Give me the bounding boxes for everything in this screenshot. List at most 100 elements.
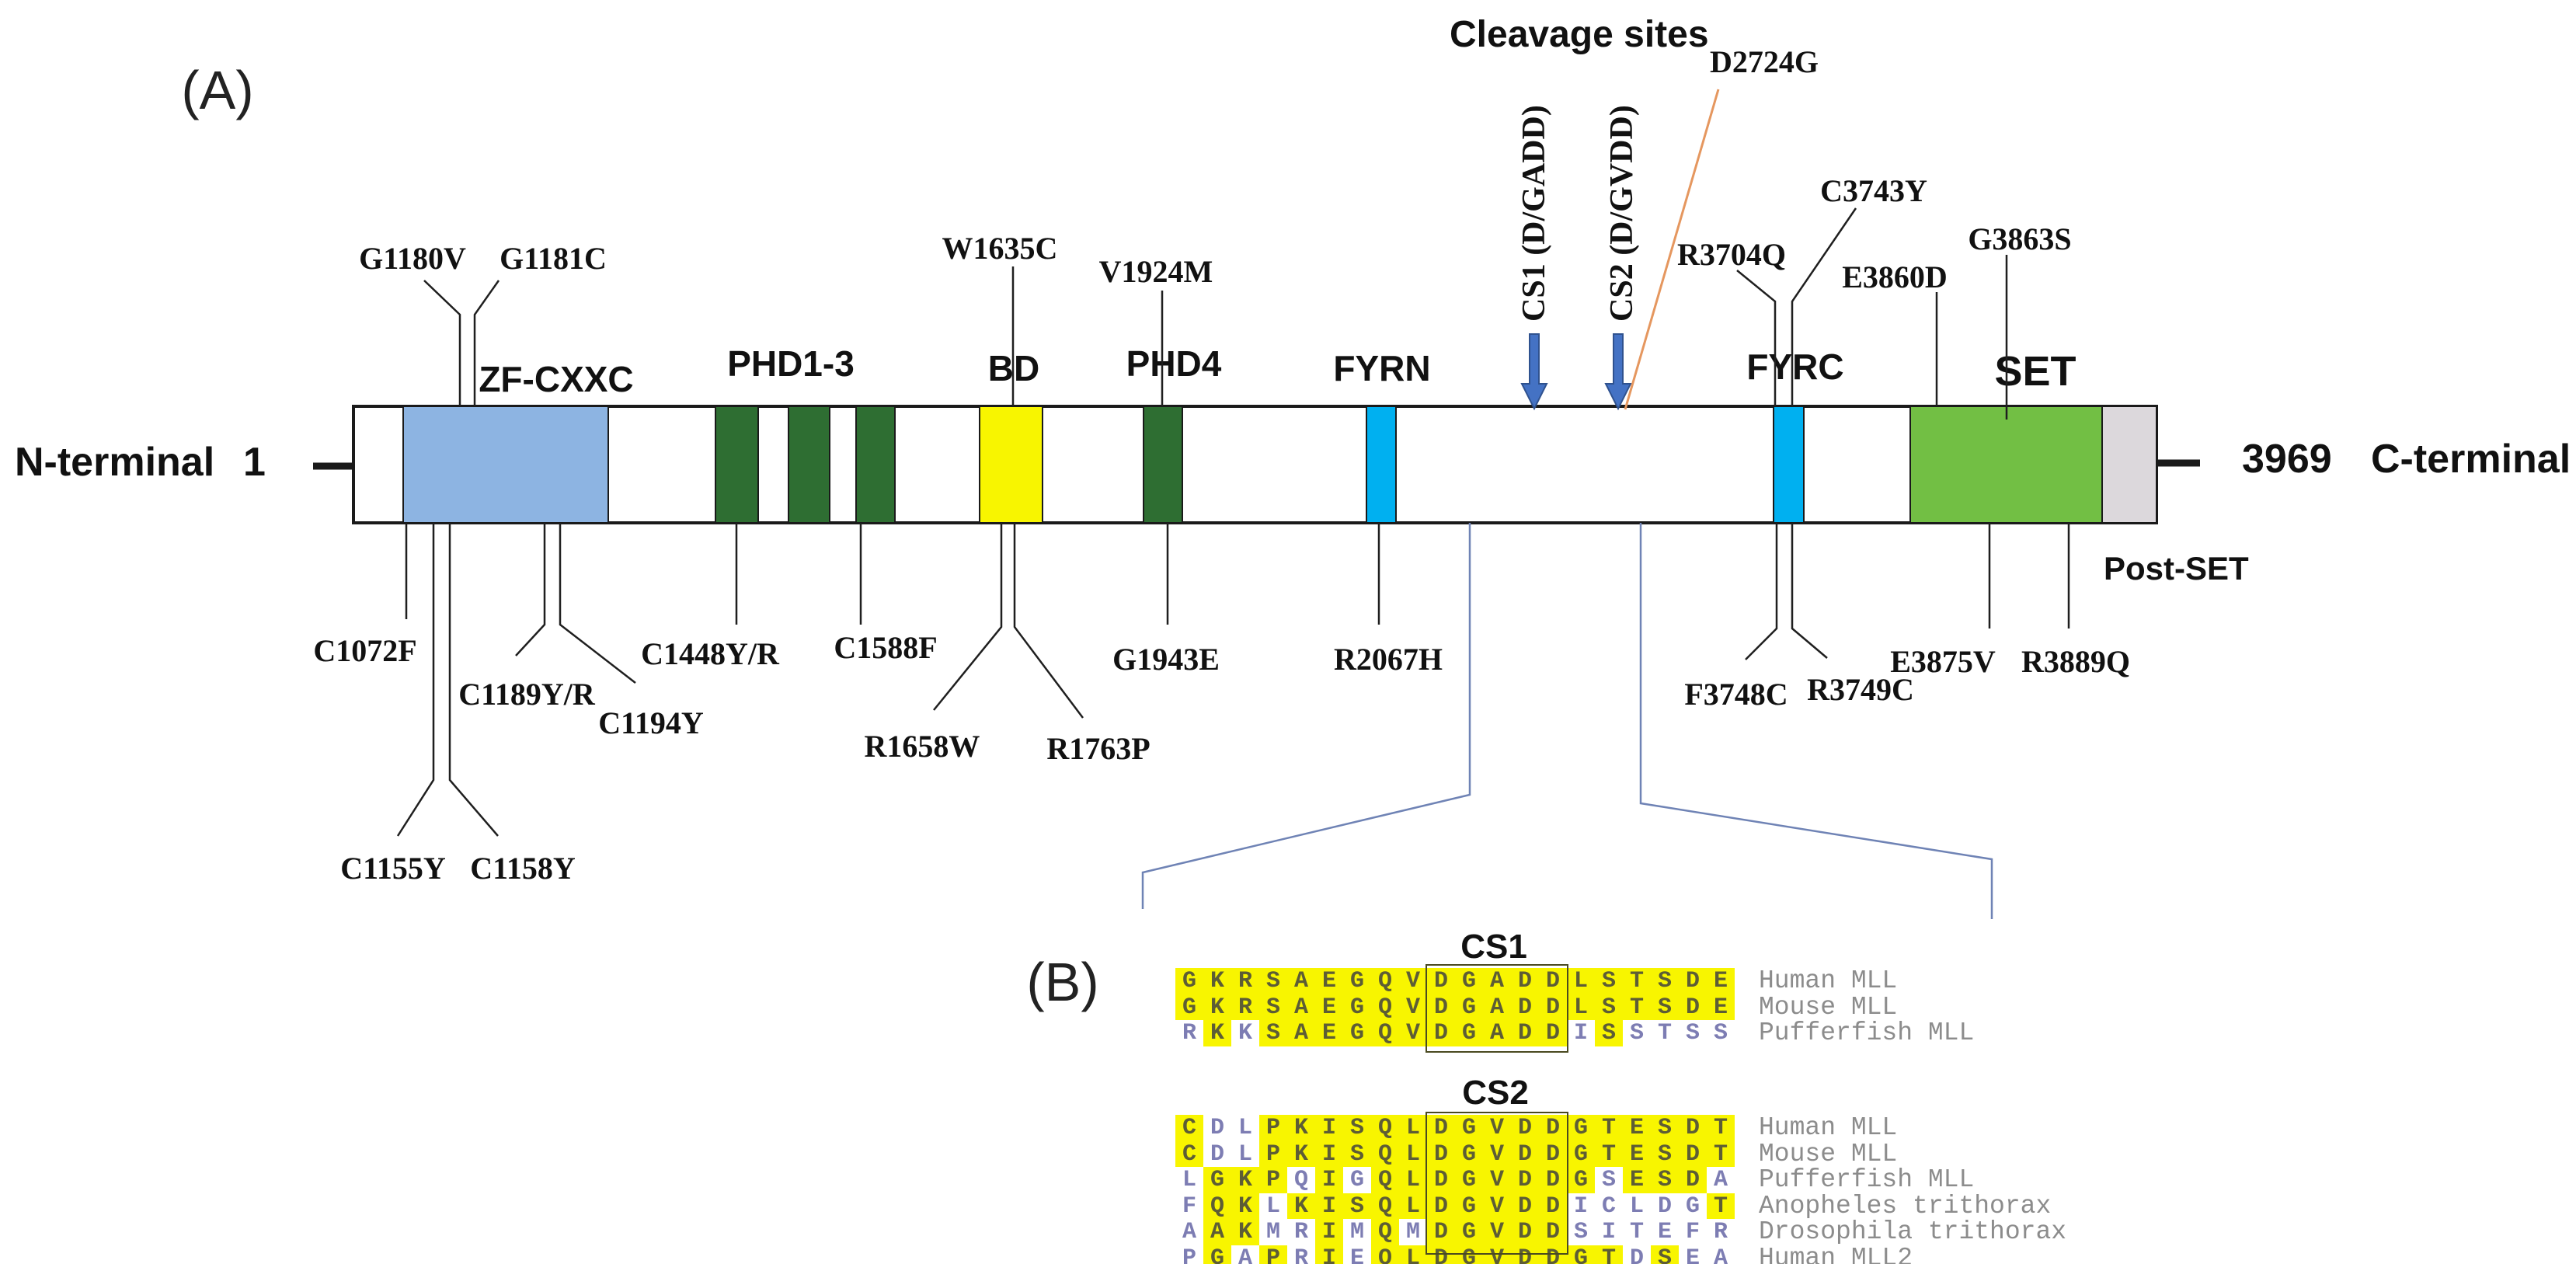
alignment-cell-cs1-r1-c19: D xyxy=(1679,968,1707,994)
alignment-cell-cs2-r6-c5: R xyxy=(1287,1245,1315,1264)
r3749c-leader-line xyxy=(1791,523,1828,659)
alignment-cell-cs2-r5-c9: M xyxy=(1399,1219,1427,1245)
alignment-cell-cs1-r2-c13: D xyxy=(1511,994,1539,1021)
r1763p-leader-line xyxy=(1013,523,1084,719)
alignment-cell-cs2-r4-c16: C xyxy=(1595,1193,1623,1220)
alignment-cell-cs2-r5-c1: A xyxy=(1175,1219,1203,1245)
alignment-cell-cs2-r4-c18: D xyxy=(1651,1193,1679,1220)
alignment-cell-cs1-r3-c4: S xyxy=(1259,1020,1287,1046)
alignment-cell-cs1-r1-c3: R xyxy=(1231,968,1259,994)
alignment-cell-cs2-r3-c8: Q xyxy=(1371,1167,1399,1193)
alignment-cell-cs2-r1-c17: E xyxy=(1623,1115,1651,1141)
mutation-label-r1658w: R1658W xyxy=(865,729,980,764)
alignment-cell-cs1-r2-c19: D xyxy=(1679,994,1707,1021)
domain-label-phd1-3: PHD1-3 xyxy=(727,343,855,384)
alignment-cell-cs2-r5-c18: E xyxy=(1651,1219,1679,1245)
species-label-cs2-r6: Human MLL2 xyxy=(1759,1243,1913,1264)
alignment-cell-cs2-r2-c11: G xyxy=(1455,1140,1483,1168)
species-label-cs2-r3: Pufferfish MLL xyxy=(1759,1165,1975,1194)
alignment-cell-cs2-r5-c5: R xyxy=(1287,1219,1315,1245)
alignment-cell-cs1-r2-c20: E xyxy=(1707,994,1735,1021)
alignment-cell-cs2-r4-c9: L xyxy=(1399,1193,1427,1220)
alignment-cell-cs2-r4-c1: F xyxy=(1175,1193,1203,1220)
mutation-label-g3863s: G3863S xyxy=(1968,221,2071,256)
mutation-label-c3743y: C3743Y xyxy=(1820,173,1927,208)
alignment-cell-cs1-r1-c20: E xyxy=(1707,968,1735,994)
alignment-cell-cs1-r2-c17: T xyxy=(1623,994,1651,1021)
alignment-cell-cs1-r3-c14: D xyxy=(1539,1020,1567,1046)
alignment-cell-cs2-r2-c12: V xyxy=(1483,1140,1511,1168)
alignment-cell-cs2-r5-c13: D xyxy=(1511,1219,1539,1245)
alignment-cell-cs2-r3-c12: V xyxy=(1483,1167,1511,1193)
alignment-cell-cs1-r3-c2: K xyxy=(1203,1020,1231,1046)
g1181c-leader-line xyxy=(473,280,500,406)
cs2-site-label: CS2 (D/GVDD) xyxy=(1604,105,1640,322)
alignment-cell-cs1-r2-c9: V xyxy=(1399,994,1427,1021)
cs1-arrow-icon xyxy=(1520,333,1548,411)
alignment-cell-cs2-r2-c20: T xyxy=(1707,1140,1735,1168)
r1658w-leader-line xyxy=(933,523,1003,711)
alignment-cell-cs1-r3-c15: I xyxy=(1567,1020,1595,1046)
alignment-cell-cs2-r6-c19: E xyxy=(1679,1245,1707,1264)
alignment-cell-cs2-r5-c20: R xyxy=(1707,1219,1735,1245)
alignment-cell-cs2-r3-c14: D xyxy=(1539,1167,1567,1193)
domain-fyrc-box xyxy=(1773,406,1805,524)
alignment-cell-cs2-r4-c12: V xyxy=(1483,1193,1511,1220)
alignment-cell-cs2-r1-c6: I xyxy=(1315,1115,1343,1141)
alignment-cell-cs1-r2-c5: A xyxy=(1287,994,1315,1021)
alignment-cell-cs2-r4-c11: G xyxy=(1455,1193,1483,1220)
alignment-cell-cs2-r3-c9: L xyxy=(1399,1167,1427,1193)
mutation-label-e3875v: E3875V xyxy=(1890,644,1996,679)
end-residue-label: 3969 xyxy=(2242,437,2332,482)
alignment-cell-cs2-r2-c18: S xyxy=(1651,1140,1679,1168)
alignment-cell-cs2-r2-c9: L xyxy=(1399,1140,1427,1168)
alignment-cell-cs1-r3-c17: S xyxy=(1623,1020,1651,1046)
alignment-cell-cs2-r6-c3: A xyxy=(1231,1245,1259,1264)
mutation-label-c1155y: C1155Y xyxy=(340,851,446,886)
alignment-cell-cs2-r4-c2: Q xyxy=(1203,1193,1231,1220)
dgadd-consensus-box xyxy=(1426,964,1568,1053)
alignment-cell-cs2-r1-c20: T xyxy=(1707,1115,1735,1141)
alignment-cell-cs2-r1-c8: Q xyxy=(1371,1115,1399,1141)
alignment-cell-cs1-r1-c15: L xyxy=(1567,968,1595,994)
alignment-cell-cs2-r3-c20: A xyxy=(1707,1167,1735,1193)
funnel-left-line xyxy=(1141,523,1471,909)
domain-label-fyrc: FYRC xyxy=(1746,346,1843,387)
alignment-cell-cs2-r3-c13: D xyxy=(1511,1167,1539,1193)
panel-a-label: (A) xyxy=(181,60,253,120)
alignment-cell-cs1-r1-c11: G xyxy=(1455,968,1483,994)
alignment-cell-cs1-r1-c9: V xyxy=(1399,968,1427,994)
alignment-cell-cs2-r3-c4: P xyxy=(1259,1167,1287,1193)
alignment-cell-cs1-r2-c18: S xyxy=(1651,994,1679,1021)
alignment-cell-cs1-r3-c10: D xyxy=(1427,1020,1455,1046)
alignment-cell-cs1-r1-c18: S xyxy=(1651,968,1679,994)
alignment-cell-cs1-r2-c16: S xyxy=(1595,994,1623,1021)
mutation-label-r3749c: R3749C xyxy=(1807,672,1914,707)
alignment-cell-cs2-r5-c15: S xyxy=(1567,1219,1595,1245)
f3748c-leader-line xyxy=(1745,523,1778,660)
alignment-cell-cs1-r1-c10: D xyxy=(1427,968,1455,994)
alignment-cell-cs1-r1-c13: D xyxy=(1511,968,1539,994)
alignment-cell-cs1-r2-c2: K xyxy=(1203,994,1231,1021)
cs1-alignment-title: CS1 xyxy=(1460,928,1527,966)
alignment-cell-cs2-r4-c6: I xyxy=(1315,1193,1343,1220)
domain-phd2-box xyxy=(788,406,830,524)
alignment-cell-cs2-r5-c2: A xyxy=(1203,1219,1231,1245)
domain-phd4-box xyxy=(1143,406,1183,524)
alignment-cell-cs2-r1-c16: T xyxy=(1595,1115,1623,1141)
alignment-cell-cs2-r4-c7: S xyxy=(1343,1193,1371,1220)
species-label-cs2-r4: Anopheles trithorax xyxy=(1759,1191,2052,1220)
alignment-cell-cs1-r3-c12: A xyxy=(1483,1020,1511,1046)
alignment-cell-cs2-r4-c5: K xyxy=(1287,1193,1315,1220)
alignment-cell-cs1-r3-c7: G xyxy=(1343,1020,1371,1046)
mutation-label-c1448yr: C1448Y/R xyxy=(641,636,780,671)
alignment-cell-cs2-r5-c8: Q xyxy=(1371,1219,1399,1245)
alignment-cell-cs2-r1-c3: L xyxy=(1231,1115,1259,1141)
c1158y-leader-line xyxy=(448,523,499,837)
alignment-cell-cs1-r1-c5: A xyxy=(1287,968,1315,994)
c1155y-leader-line xyxy=(396,523,435,837)
alignment-cell-cs2-r1-c13: D xyxy=(1511,1115,1539,1141)
alignment-cell-cs2-r6-c4: P xyxy=(1259,1245,1287,1264)
